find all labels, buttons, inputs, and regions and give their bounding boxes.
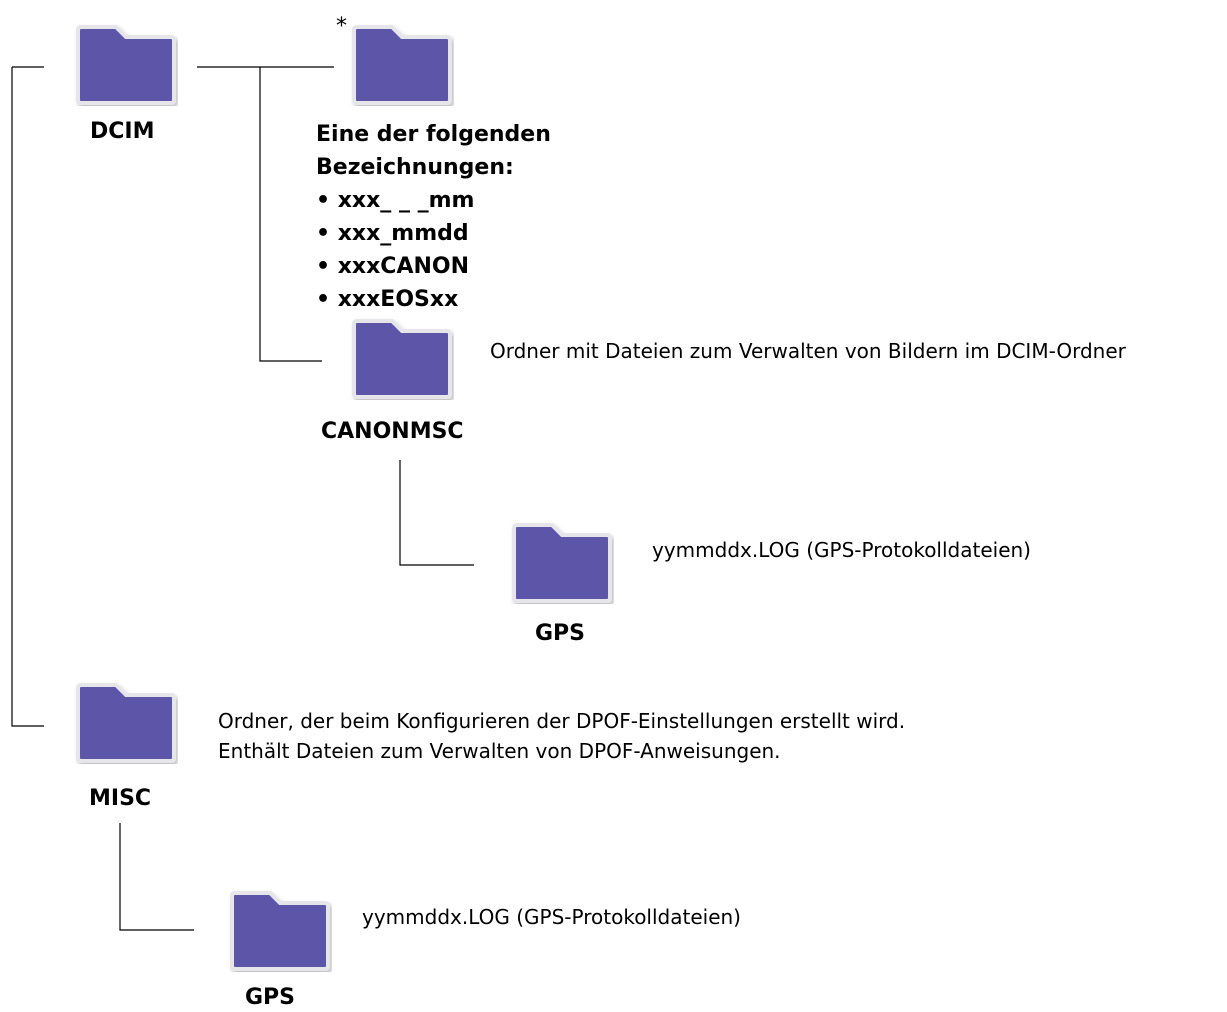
misc-label: MISC [89, 786, 152, 811]
dcim-label: DCIM [90, 119, 155, 144]
misc-folder-icon [74, 682, 178, 764]
root-trunk-line [11, 66, 44, 727]
misc-description-line-1: Ordner, der beim Konfigurieren der DPOF-… [218, 709, 906, 733]
subfolder-heading-line-2: Bezeichnungen: [316, 155, 514, 180]
subfolder-name-item: xxxCANON [316, 250, 551, 283]
subfolder-heading-line-1: Eine der folgenden [316, 122, 551, 147]
misc-branch-line [119, 823, 194, 931]
canonmsc-label: CANONMSC [321, 419, 464, 444]
canonmsc-gps-folder-icon [510, 522, 614, 604]
subfolder-asterisk-marker: * [336, 14, 347, 39]
subfolder-name-list: Eine der folgenden Bezeichnungen: xxx_ _… [316, 118, 551, 316]
canonmsc-folder-icon [350, 318, 454, 400]
dcim-branch-line [197, 66, 334, 362]
canonmsc-branch-line [399, 460, 474, 566]
misc-description-line-2: Enthält Dateien zum Verwalten von DPOF-A… [218, 739, 781, 763]
dcim-folder-icon [74, 24, 178, 106]
canonmsc-gps-description: yymmddx.LOG (GPS-Protokolldateien) [652, 538, 1031, 562]
misc-gps-description: yymmddx.LOG (GPS-Protokolldateien) [362, 905, 741, 929]
canonmsc-gps-label: GPS [535, 621, 586, 646]
canonmsc-description: Ordner mit Dateien zum Verwalten von Bil… [490, 339, 1126, 363]
subfolder-name-item: xxx_ _ _mm [316, 184, 551, 217]
misc-gps-label: GPS [245, 985, 296, 1010]
dcim-subfolder-icon [350, 24, 454, 106]
subfolder-name-item: xxxEOSxx [316, 283, 551, 316]
subfolder-name-item: xxx_mmdd [316, 217, 551, 250]
misc-gps-folder-icon [228, 890, 332, 972]
